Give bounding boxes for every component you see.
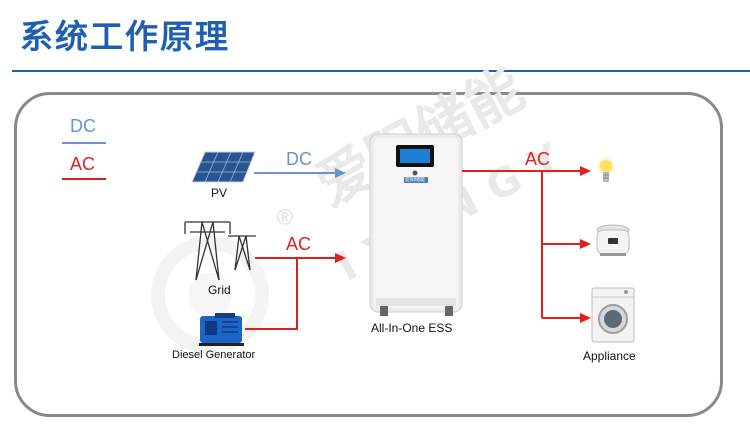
- ess-brand-label: 爱阳储能: [405, 177, 426, 183]
- watermark-registered-mark: ®: [274, 206, 296, 231]
- diesel-generator-label: Diesel Generator: [172, 349, 256, 361]
- diagram-frame: [14, 92, 723, 417]
- washer-arrowhead: [580, 313, 591, 323]
- grid-ac-arrowhead: [335, 253, 346, 263]
- ess-cabinet-icon: [369, 133, 463, 316]
- page-title: 系统工作原理: [20, 17, 230, 56]
- pv-dc-arrow: [254, 168, 346, 178]
- washing-machine-icon: [591, 287, 635, 343]
- ess-ac-distribution: [462, 170, 580, 319]
- bulb-arrowhead: [580, 166, 591, 176]
- light-bulb-icon: [598, 158, 614, 182]
- cooker-arrowhead: [580, 239, 591, 249]
- grid-diesel-ac-arrow: [245, 257, 335, 330]
- ess-label: All-In-One ESS: [371, 321, 453, 335]
- legend-dc-label: DC: [70, 116, 96, 136]
- pv-panel-icon: [191, 151, 256, 183]
- grid-label: Grid: [208, 283, 231, 297]
- title-divider: [12, 70, 750, 72]
- legend-ac-label: AC: [70, 154, 96, 174]
- appliance-label: Appliance: [583, 349, 636, 363]
- grid-tower-icon: [184, 221, 256, 281]
- appliance-ac-flow-label: AC: [525, 149, 551, 169]
- pv-label: PV: [211, 186, 228, 200]
- grid-ac-flow-label: AC: [286, 234, 312, 254]
- pv-dc-flow-label: DC: [286, 149, 312, 169]
- watermark-logo: [151, 236, 269, 354]
- rice-cooker-icon: [596, 224, 630, 256]
- diesel-generator-icon: [199, 313, 244, 346]
